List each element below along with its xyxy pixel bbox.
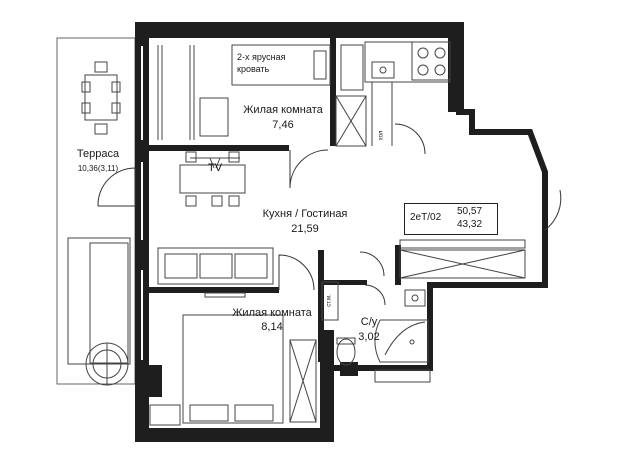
kitchen-furniture <box>335 41 451 147</box>
internal-walls <box>140 38 401 397</box>
bedroom-top-area: 7,46 <box>272 119 294 131</box>
bedroom-bottom-name: Жилая комната <box>232 307 312 319</box>
bedroom-bottom-area: 8,14 <box>261 321 283 333</box>
fridge-label: хол <box>378 130 385 141</box>
bedroom-top-name: Жилая комната <box>243 104 323 116</box>
bunk-bed-label: 2-х ярусная кровать <box>237 52 286 74</box>
apartment-info-box: 2еТ/02 50,57 43,32 <box>404 203 498 235</box>
apartment-code: 2еТ/02 <box>410 212 442 223</box>
bathroom-fixtures <box>321 281 431 383</box>
terrace-outline <box>56 37 136 385</box>
bathroom-name: С/у <box>360 316 378 328</box>
doors <box>97 123 562 306</box>
terrace-name: Терраса <box>76 148 120 160</box>
washer-label: ст.м. <box>326 294 333 307</box>
apartment-total-area: 50,57 <box>457 206 483 217</box>
tv-label: TV <box>207 162 223 174</box>
kitchen-living-name: Кухня / Гостиная <box>262 208 348 220</box>
kitchen-living-area: 21,59 <box>291 223 319 235</box>
terrace-area: 10,36(3,11) <box>77 164 119 173</box>
double-bed <box>149 314 317 426</box>
right-facade <box>334 109 548 371</box>
sofa <box>157 247 274 298</box>
bathroom-area: 3,02 <box>358 331 380 343</box>
apartment-living-area: 43,32 <box>457 219 483 230</box>
wardrobe <box>399 239 526 279</box>
terrace-furniture <box>67 61 131 386</box>
bunk-bed <box>157 44 331 140</box>
outer-walls <box>135 22 464 442</box>
dining-set <box>179 151 246 207</box>
